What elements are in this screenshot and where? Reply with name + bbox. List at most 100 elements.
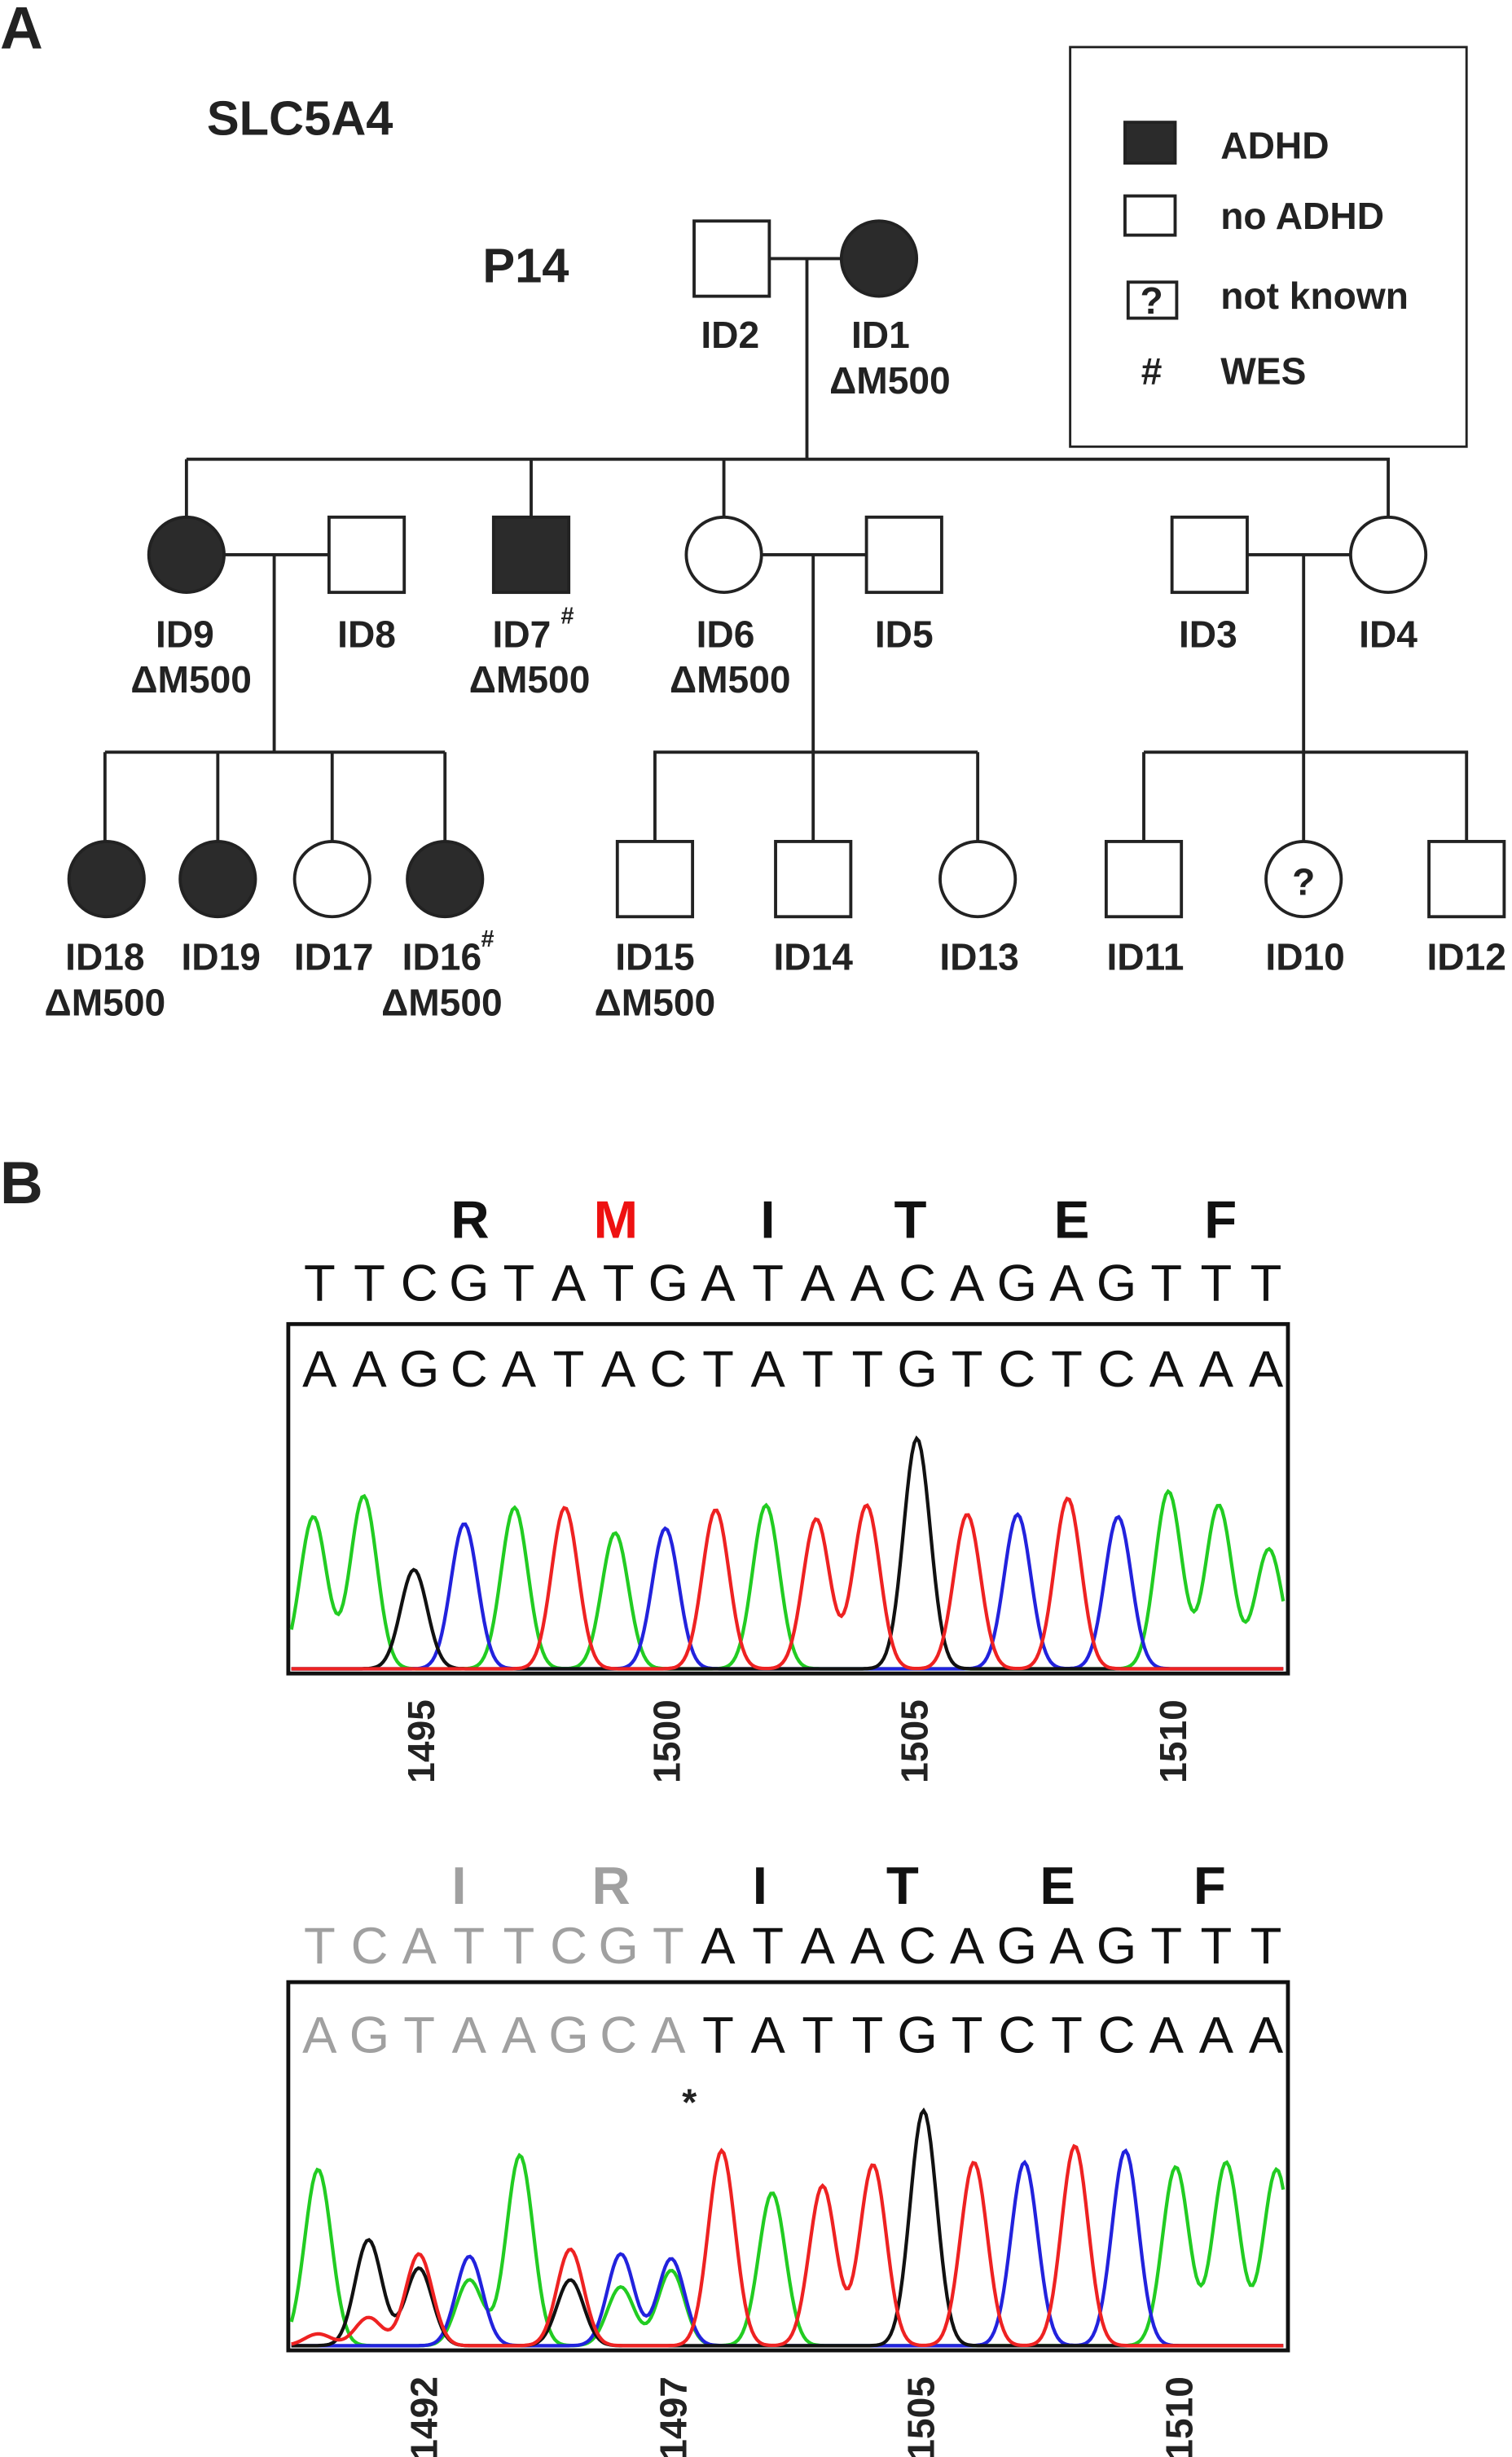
- reference-base: T: [1201, 1918, 1233, 1975]
- female-symbol: [178, 840, 257, 919]
- amino-acid: E: [1040, 1856, 1075, 1915]
- reference-base: A: [701, 1918, 736, 1975]
- variant-label: ΔM500: [670, 658, 791, 701]
- reference-base: A: [801, 1255, 836, 1312]
- individual-label: ID3: [1179, 613, 1237, 655]
- called-base: G: [897, 1341, 937, 1398]
- reference-base: T: [752, 1255, 784, 1312]
- position-tick: 1497: [652, 2376, 694, 2457]
- variant-label: ΔM500: [45, 981, 166, 1023]
- amino-acid: M: [594, 1190, 638, 1250]
- called-base: T: [1051, 2007, 1083, 2064]
- variant-label: ΔM500: [595, 981, 716, 1023]
- legend-unknown-symbol: [1126, 280, 1179, 320]
- trace-frame: [286, 1980, 1290, 2353]
- reference-base: C: [550, 1918, 587, 1975]
- reference-base: A: [402, 1918, 437, 1975]
- individual-id3: ID3: [1170, 515, 1249, 655]
- mutation-marker: *: [682, 2081, 697, 2124]
- position-tick: 1505: [894, 1699, 936, 1783]
- male-symbol: [615, 840, 695, 919]
- amino-acid: F: [1193, 1856, 1226, 1915]
- called-base: T: [702, 1341, 734, 1398]
- legend-wes-label: WES: [1220, 349, 1306, 392]
- called-base: A: [601, 1341, 636, 1398]
- called-base: A: [1199, 2007, 1234, 2064]
- male-symbol: [491, 515, 571, 595]
- legend-affected-symbol: [1123, 121, 1177, 165]
- individual-label: ID16: [402, 936, 481, 978]
- individual-id5: ID5: [864, 515, 943, 655]
- reference-base: G: [449, 1255, 489, 1312]
- individual-label: ID19: [181, 936, 260, 978]
- individual-id19: ID19: [178, 840, 261, 978]
- individual-id17: ID17: [292, 840, 373, 978]
- reference-base: T: [752, 1918, 784, 1975]
- reference-base: A: [1049, 1918, 1084, 1975]
- called-base: C: [1098, 2007, 1136, 2064]
- called-base: A: [452, 2007, 487, 2064]
- amino-acid: I: [760, 1190, 775, 1250]
- called-base: A: [750, 2007, 785, 2064]
- called-base: A: [302, 1341, 337, 1398]
- individual-id8: ID8: [327, 515, 407, 655]
- called-base: A: [302, 2007, 337, 2064]
- amino-acid: R: [451, 1190, 489, 1250]
- individual-label: ID15: [615, 936, 694, 978]
- amino-acid: T: [886, 1856, 919, 1915]
- family-id: P14: [482, 238, 569, 292]
- legend-unknown-label: not known: [1220, 275, 1409, 317]
- male-symbol: [692, 219, 771, 298]
- individual-id13: ID13: [938, 840, 1019, 978]
- wes-mark: #: [561, 604, 574, 630]
- called-base: T: [952, 1341, 983, 1398]
- called-base: T: [553, 1341, 585, 1398]
- female-symbol: [684, 515, 763, 595]
- reference-base: T: [603, 1255, 635, 1312]
- female-symbol: [1264, 840, 1343, 919]
- called-base: C: [600, 2007, 637, 2064]
- reference-base: T: [1250, 1918, 1282, 1975]
- individual-label: ID1: [851, 314, 910, 356]
- trace-g: [291, 2107, 1284, 2348]
- legend-wes-mark: #: [1141, 349, 1163, 392]
- reference-base: A: [950, 1255, 985, 1312]
- reference-base: A: [850, 1255, 886, 1312]
- reference-base: A: [950, 1918, 985, 1975]
- position-tick: 1510: [1152, 1699, 1194, 1783]
- reference-base: T: [354, 1255, 385, 1312]
- reference-base: C: [899, 1918, 936, 1975]
- called-base: G: [897, 2007, 937, 2064]
- called-base: T: [852, 2007, 884, 2064]
- male-symbol: [1104, 840, 1184, 919]
- called-base: T: [1051, 1341, 1083, 1398]
- variant-label: ΔM500: [469, 658, 591, 701]
- reference-base: A: [850, 1918, 886, 1975]
- individual-label: ID14: [773, 936, 853, 978]
- reference-base: C: [401, 1255, 438, 1312]
- female-symbol: [406, 840, 485, 919]
- called-base: T: [952, 2007, 983, 2064]
- variant-label: ΔM500: [130, 658, 252, 701]
- called-base: G: [349, 2007, 389, 2064]
- individual-id4: ID4: [1348, 515, 1428, 655]
- reference-base: T: [304, 1918, 336, 1975]
- reference-base: A: [801, 1918, 836, 1975]
- female-symbol: [938, 840, 1018, 919]
- called-base: A: [1249, 2007, 1284, 2064]
- legend: ADHD no ADHD ? not known # WES: [1069, 46, 1468, 448]
- wes-mark: #: [481, 926, 494, 952]
- reference-base: T: [1250, 1255, 1282, 1312]
- gene-title: SLC5A4: [207, 91, 393, 146]
- legend-unaffected-symbol: [1123, 194, 1177, 237]
- reference-base: G: [997, 1255, 1037, 1312]
- reference-base: T: [1201, 1255, 1233, 1312]
- reference-base: T: [453, 1918, 485, 1975]
- reference-base: T: [304, 1255, 336, 1312]
